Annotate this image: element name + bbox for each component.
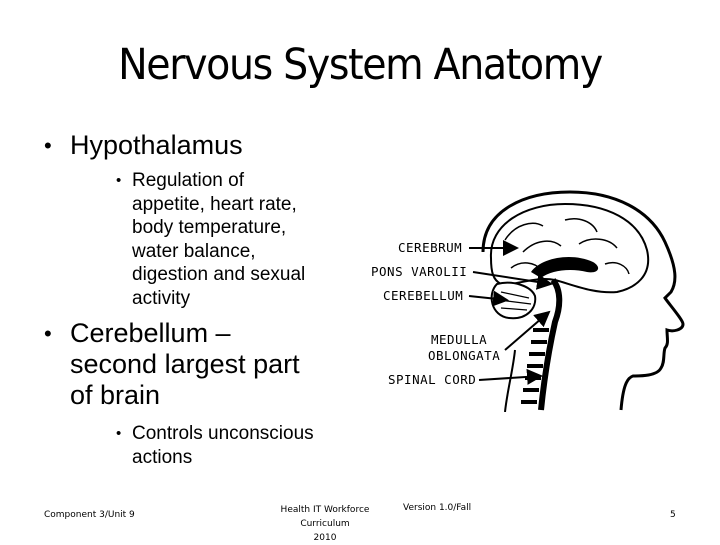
slide-title: Nervous System Anatomy: [118, 40, 603, 90]
sub-bullet-marker: •: [116, 172, 122, 189]
brainstem: [538, 278, 563, 411]
neck-outline: [504, 349, 516, 412]
label-cerebrum: CEREBRUM: [398, 240, 462, 255]
bullet-text: of brain: [70, 380, 161, 410]
sub-bullet-line: appetite, heart rate,: [132, 193, 297, 215]
label-oblongata: OBLONGATA: [428, 348, 500, 363]
footer-version: Version 1.0/Fall: [403, 503, 472, 513]
arrow-spinal-cord: [478, 368, 543, 385]
sub-bullet-line: digestion and sexual: [132, 264, 306, 285]
bullet-text: second largest part: [70, 349, 300, 379]
bullet-marker: •: [44, 133, 52, 158]
head-outline: [481, 190, 685, 411]
sub-bullet-line: Controls unconscious: [132, 423, 314, 444]
arrow-cerebellum: [468, 290, 509, 307]
brain-anatomy-diagram: CEREBRUM PONS VAROLII CEREBELLUM MEDULLA…: [371, 190, 685, 412]
footer-component: Component 3/Unit 9: [44, 510, 135, 520]
label-medulla: MEDULLA: [431, 332, 487, 347]
label-cerebellum: CEREBELLUM: [383, 288, 463, 303]
bullet-text: Cerebellum –: [70, 318, 231, 348]
footer-curriculum: Health IT Workforce Curriculum 2010: [255, 503, 395, 545]
arrow-medulla-oblongata: [504, 310, 551, 351]
page-number: 5: [670, 510, 676, 520]
sub-bullet-marker: •: [116, 425, 122, 442]
corpus-callosum: [531, 257, 599, 278]
arrow-pons-varolii: [472, 271, 553, 290]
footer-year: 2010: [313, 533, 337, 543]
label-spinal-cord: SPINAL CORD: [388, 372, 476, 387]
sub-bullet-line: activity: [132, 287, 191, 309]
sub-bullet-line: water balance,: [132, 240, 256, 262]
footer-curriculum-line: Health IT Workforce Curriculum: [280, 505, 370, 529]
sub-bullet-line: Regulation of: [132, 170, 244, 191]
sub-bullet-line: actions: [132, 446, 193, 468]
bullet-marker: •: [44, 321, 52, 346]
cerebellum-shape: [490, 281, 537, 320]
sub-bullet-line: body temperature,: [132, 217, 287, 238]
label-pons-varolii: PONS VAROLII: [371, 264, 467, 279]
bullet-text: Hypothalamus: [70, 130, 243, 160]
cerebrum-folds: [504, 218, 630, 275]
